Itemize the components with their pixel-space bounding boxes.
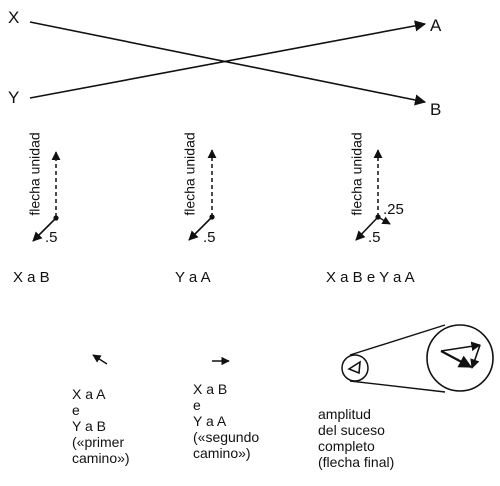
triangle-side-2 [470, 344, 481, 369]
label-x: X [8, 8, 20, 27]
caption-3: X a B e Y a A [326, 269, 415, 286]
first-path-line-1: X a A [72, 386, 106, 402]
final-arrow-magnifier [341, 324, 494, 393]
axis-label-2: flecha unidad [181, 132, 198, 216]
amplitude-arrow-1 [32, 217, 57, 242]
panel-1-arrows [32, 151, 61, 242]
path-y-to-a [29, 20, 427, 99]
first-path-caption: X a A e Y a B («primer camino») [72, 386, 130, 466]
second-path-caption: X a B e Y a A («segundo camino») [193, 381, 259, 461]
big-circle [426, 324, 494, 392]
value-label-3: .5 [368, 229, 381, 246]
caption-1: X a B [13, 269, 50, 286]
final-line-4: (flecha final) [318, 454, 395, 470]
label-b: B [430, 100, 442, 119]
second-path-line-2: e [193, 397, 201, 413]
second-path-line-1: X a B [193, 381, 228, 397]
tangent-top [349, 324, 446, 356]
second-path-line-3: Y a A [193, 413, 227, 429]
final-line-2: del suceso [318, 422, 385, 438]
final-line-3: completo [318, 438, 375, 454]
triangle-side-1 [440, 341, 481, 352]
triangle-side-3 [440, 350, 473, 368]
amplitude-arrow-2 [188, 216, 213, 241]
first-path-arrow [92, 354, 108, 365]
first-path-line-5: camino») [72, 450, 130, 466]
axis-label-3: flecha unidad [348, 132, 365, 216]
small-arrow-3 [377, 216, 391, 225]
panel-3-arrows [355, 149, 391, 241]
second-path-line-5: camino») [193, 445, 251, 461]
path-x-to-b [29, 21, 427, 106]
axis-label-1: flecha unidad [26, 132, 43, 216]
value-label-1: .5 [45, 229, 58, 246]
value-label-2: .5 [203, 229, 216, 246]
label-a: A [430, 16, 442, 35]
final-line-1: amplitud [318, 406, 371, 422]
panel-2-arrows [188, 149, 217, 241]
tangent-bottom [349, 380, 446, 393]
first-path-line-4: («primer [72, 434, 125, 450]
final-arrow-caption: amplitud del suceso completo (flecha fin… [318, 406, 394, 470]
amplitude-arrow-3 [355, 216, 379, 241]
small-triangle [347, 360, 361, 375]
first-path-line-3: Y a B [72, 418, 106, 434]
small-circle [341, 354, 369, 382]
first-path-line-2: e [72, 402, 80, 418]
label-y: Y [8, 88, 20, 107]
value-label-3b: .25 [383, 201, 404, 218]
caption-2: Y a A [175, 269, 211, 286]
second-path-line-4: («segundo [193, 429, 260, 445]
